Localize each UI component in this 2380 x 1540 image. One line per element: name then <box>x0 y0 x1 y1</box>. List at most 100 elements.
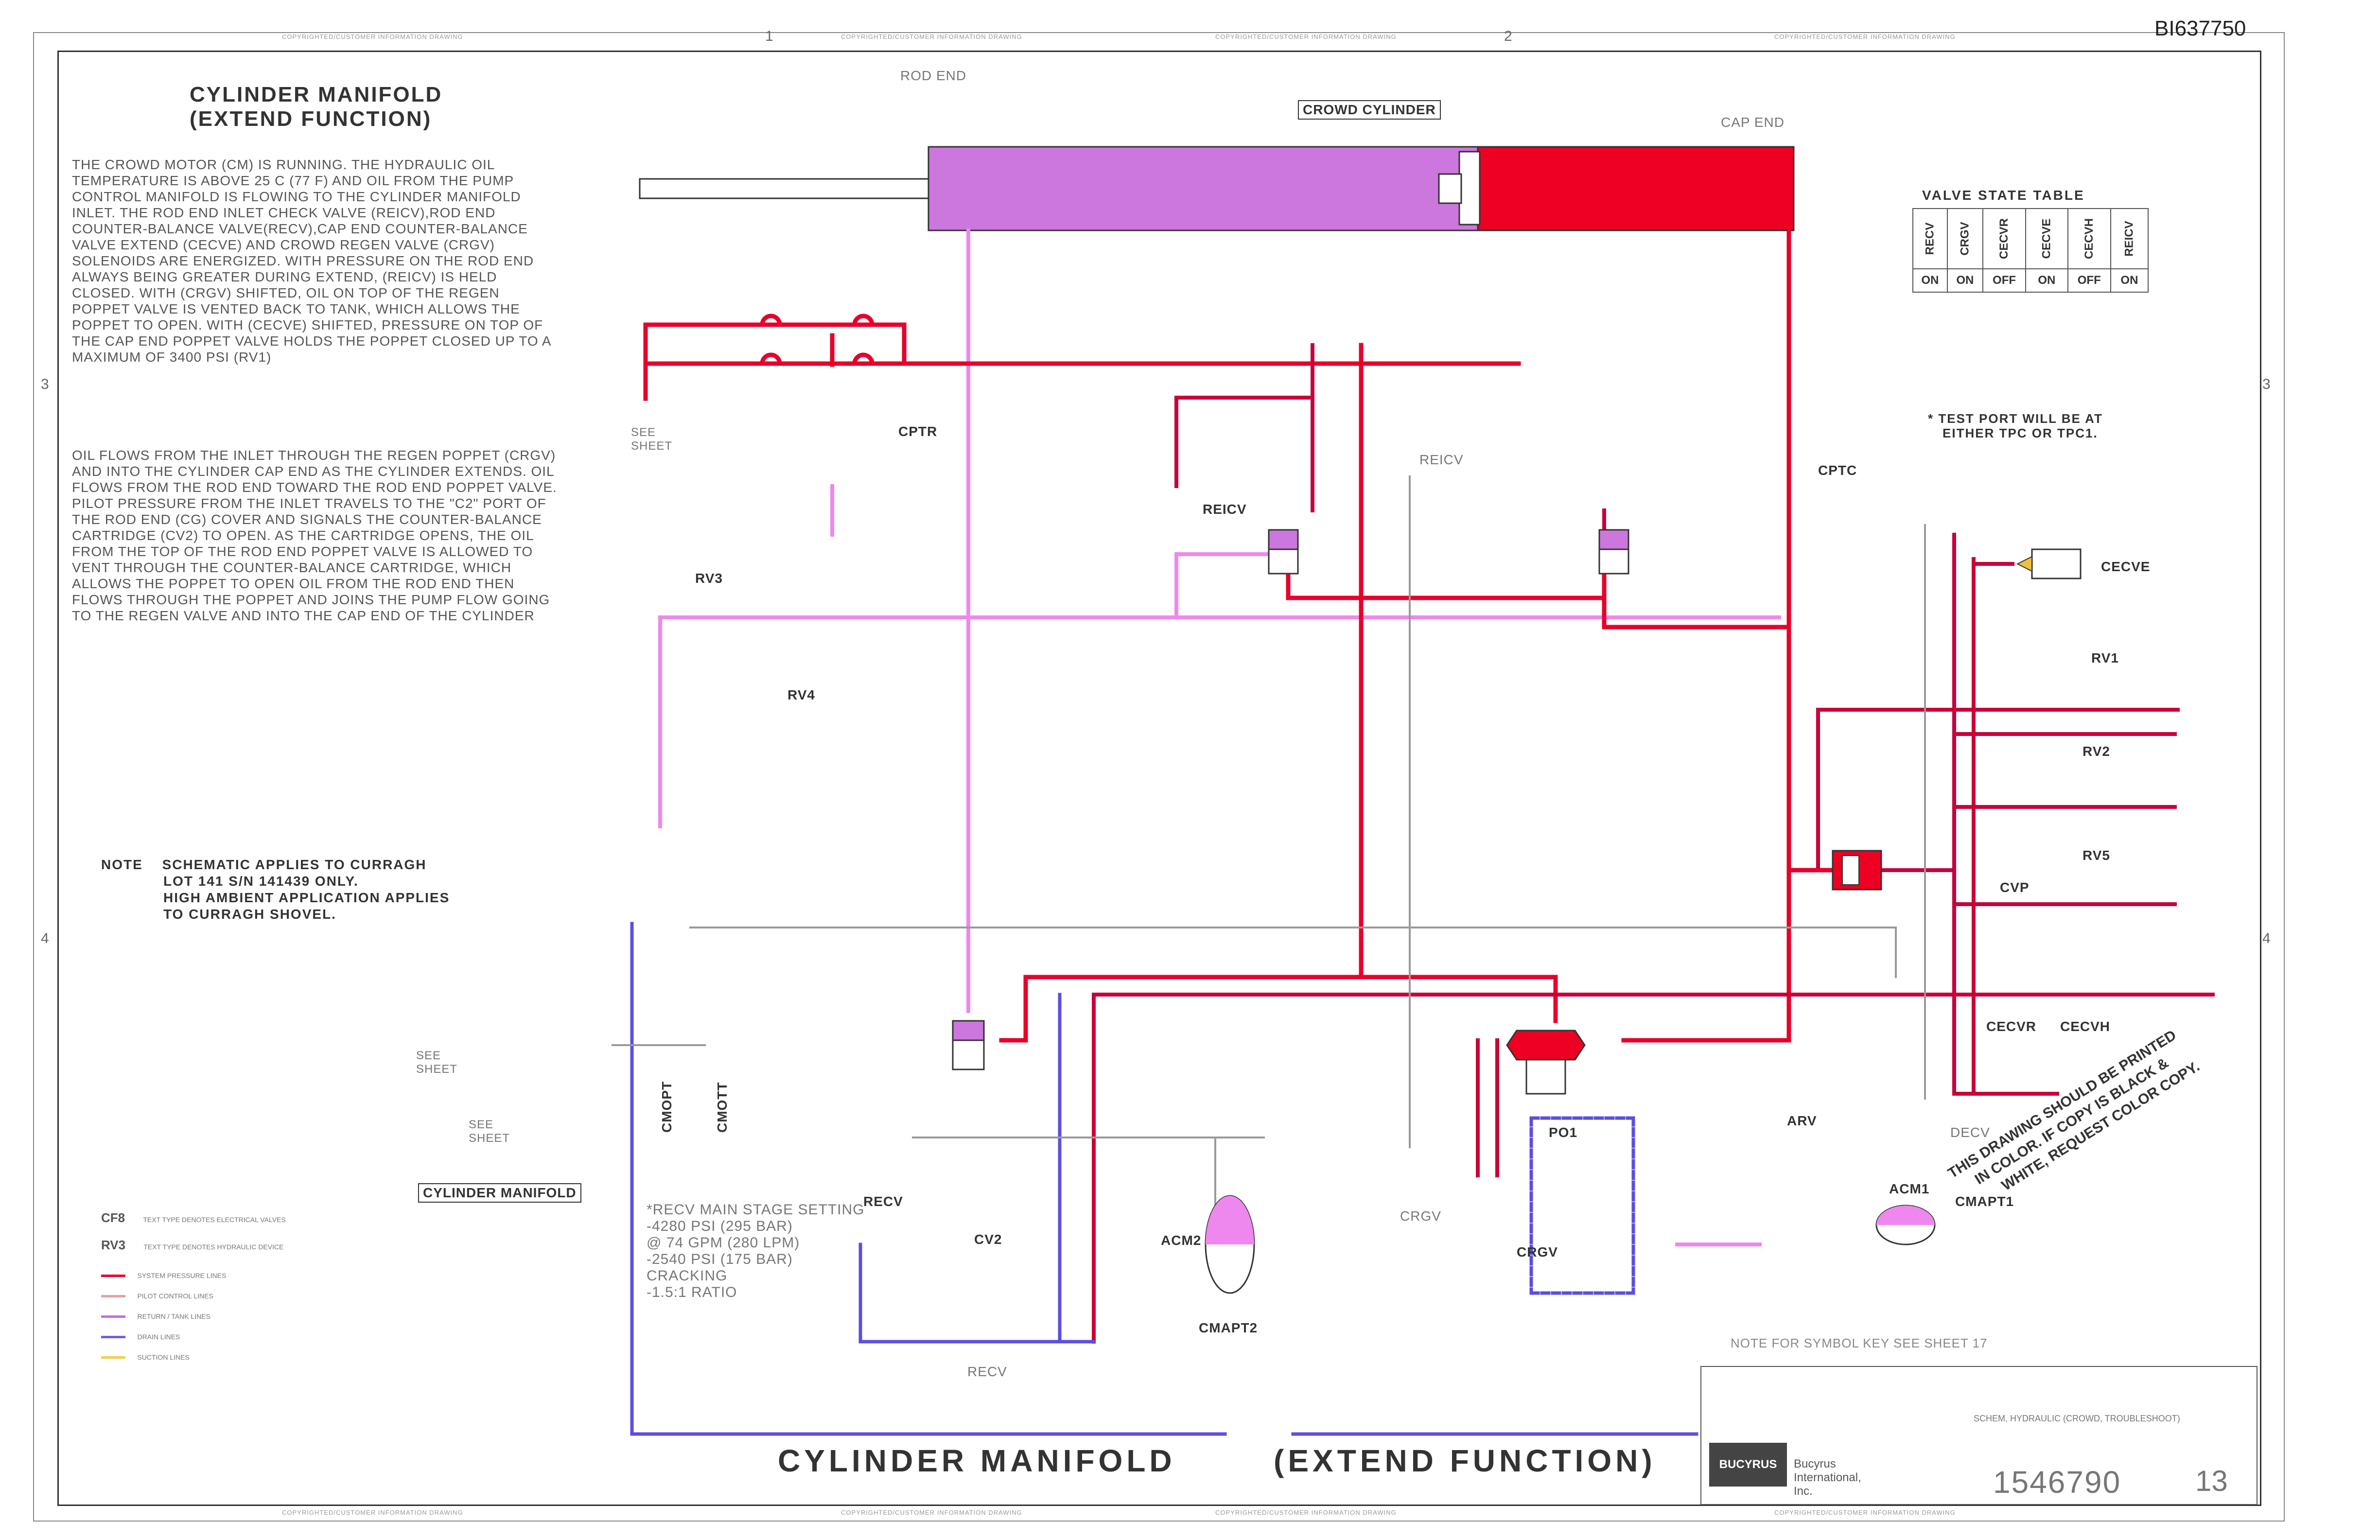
rv3-label: RV3 <box>695 571 723 586</box>
cv2-label: CV2 <box>974 1232 1002 1247</box>
vst-header-cecvr: CECVR <box>1982 208 2027 269</box>
drawing-frame <box>57 51 2261 1506</box>
edge-number-side-3: 3 <box>41 376 49 392</box>
vst-state-cecve: ON <box>2025 268 2068 293</box>
see-sheet-2: SEE SHEET <box>416 1049 458 1076</box>
decv-label: DECV <box>1950 1125 1990 1140</box>
note-line-2: LOT 141 S/N 141439 ONLY. <box>163 874 359 889</box>
cap-poppet <box>1598 529 1629 550</box>
recv-setting-line-5: -1.5:1 RATIO <box>647 1284 737 1300</box>
crowd-cylinder-label: CROWD CYLINDER <box>1298 100 1441 120</box>
edge-number-top-2: 2 <box>1504 28 1512 44</box>
legend-line-suction: SUCTION LINES <box>101 1353 286 1374</box>
vst-state-crgv: ON <box>1946 268 1984 293</box>
recv-main-stage-setting: *RECV MAIN STAGE SETTING-4280 PSI (295 B… <box>647 1202 865 1301</box>
bucyrus-logo: BUCYRUS <box>1709 1443 1787 1487</box>
cylinder-manifold-box: CYLINDER MANIFOLD <box>418 1183 581 1203</box>
cptc-label: CPTC <box>1818 463 1857 478</box>
legend-line-drain: DRAIN LINES <box>101 1333 286 1353</box>
recv-setting-line-4: CRACKING <box>647 1268 728 1284</box>
document-number: BI637750 <box>2154 17 2246 40</box>
edge-notice-top-4: COPYRIGHTED/CUSTOMER INFORMATION DRAWING <box>1774 33 1956 40</box>
edge-number-side-3-right: 3 <box>2262 376 2271 392</box>
valve-state-grid: RECV CRGV CECVR CECVE CECVH REICV ON ON … <box>1912 208 2149 293</box>
valve-state-table-title: VALVE STATE TABLE <box>1922 188 2085 203</box>
recv-label: RECV <box>863 1194 903 1209</box>
see-sheet-1: SEE SHEET <box>631 426 673 453</box>
cecve-label: CECVE <box>2101 559 2151 574</box>
symbol-key-note: NOTE FOR SYMBOL KEY SEE SHEET 17 <box>1731 1336 1988 1350</box>
recv-setting-line-2: @ 74 GPM (280 LPM) <box>647 1235 800 1251</box>
test-port-note-line2: EITHER TPC OR TPC1. <box>1942 426 2098 440</box>
see-sheet-3: SEE SHEET <box>469 1118 510 1145</box>
recv-setting-title: *RECV MAIN STAGE SETTING <box>647 1202 865 1218</box>
recv-setting-line-3: -2540 PSI (175 BAR) <box>647 1251 793 1267</box>
cmott-label: CMOTT <box>715 1082 730 1133</box>
legend-line-return: RETURN / TANK LINES <box>101 1312 286 1333</box>
description-paragraph-2: OIL FLOWS FROM THE INLET THROUGH THE REG… <box>72 448 557 623</box>
cmapt2-label: CMAPT2 <box>1199 1320 1258 1335</box>
rv4-label: RV4 <box>788 687 815 702</box>
test-port-note-line1: * TEST PORT WILL BE AT <box>1928 411 2103 426</box>
reicv-poppet <box>1268 529 1299 550</box>
cvp-label: CVP <box>2000 880 2030 895</box>
cap-end-label: CAP END <box>1721 115 1785 130</box>
applicability-note: NOTE SCHEMATIC APPLIES TO CURRAGH LOT 14… <box>101 857 450 923</box>
legend: CF8 TEXT TYPE DENOTES ELECTRICAL VALVES … <box>101 1210 286 1374</box>
company-name: Bucyrus International, Inc. <box>1794 1457 1861 1498</box>
legend-item-electrical: CF8 TEXT TYPE DENOTES ELECTRICAL VALVES <box>101 1210 286 1225</box>
edge-notice-top-3: COPYRIGHTED/CUSTOMER INFORMATION DRAWING <box>1215 33 1397 40</box>
vst-header-crgv: CRGV <box>1946 208 1984 269</box>
cylinder-cap-chamber <box>1477 146 1795 231</box>
crgv-label-a: CRGV <box>1400 1208 1441 1224</box>
valve-state-table: VALVE STATE TABLE RECV CRGV CECVR CECVE … <box>1912 188 2149 293</box>
cmapt1-label: CMAPT1 <box>1955 1194 2014 1209</box>
cylinder-rod-chamber <box>928 146 1488 231</box>
acm2-label: ACM2 <box>1161 1233 1202 1248</box>
edge-notice-bottom-4: COPYRIGHTED/CUSTOMER INFORMATION DRAWING <box>1774 1509 1956 1516</box>
edge-number-top-1: 1 <box>765 28 773 44</box>
po1-label: PO1 <box>1549 1125 1578 1140</box>
cptr-label: CPTR <box>898 424 938 439</box>
recv-setting-line-1: -4280 PSI (295 BAR) <box>647 1218 793 1234</box>
cmopt-label: CMOPT <box>659 1081 674 1133</box>
reicv-label: REICV <box>1203 502 1247 517</box>
legend-line-pressure: SYSTEM PRESSURE LINES <box>101 1272 286 1292</box>
bottom-title-right: (EXTEND FUNCTION) <box>1274 1443 1656 1478</box>
arv-label: ARV <box>1787 1113 1817 1128</box>
piston-rod-collar <box>1438 173 1462 204</box>
page-title-line2: (EXTEND FUNCTION) <box>190 107 432 131</box>
legend-line-pilot: PILOT CONTROL LINES <box>101 1292 286 1312</box>
edge-notice-top-2: COPYRIGHTED/CUSTOMER INFORMATION DRAWING <box>841 33 1022 40</box>
vst-state-recv: ON <box>1912 268 1948 293</box>
drawing-description: SCHEM, HYDRAULIC (CROWD, TROUBLESHOOT) <box>1974 1414 2180 1423</box>
drawing-number: 1546790 <box>1993 1465 2121 1500</box>
note-line-4: TO CURRAGH SHOVEL. <box>163 907 336 922</box>
bottom-title-left: CYLINDER MANIFOLD <box>778 1443 1176 1478</box>
vst-header-recv: RECV <box>1912 208 1948 269</box>
reicv-alt-label: REICV <box>1419 452 1464 467</box>
page-title-line1: CYLINDER MANIFOLD <box>190 83 443 106</box>
crgv-label-b: CRGV <box>1517 1244 1558 1260</box>
vst-state-cecvr: OFF <box>1982 268 2027 293</box>
cecvh-label: CECVH <box>2060 1019 2111 1034</box>
note-label: NOTE <box>101 857 143 872</box>
vst-state-reicv: ON <box>2110 268 2149 293</box>
title-block: BUCYRUS Bucyrus International, Inc. SCHE… <box>1700 1366 2258 1505</box>
edge-notice-top-1: COPYRIGHTED/CUSTOMER INFORMATION DRAWING <box>282 33 463 40</box>
note-line-3: HIGH AMBIENT APPLICATION APPLIES <box>163 890 450 905</box>
legend-item-hydraulic: RV3 TEXT TYPE DENOTES HYDRAULIC DEVICE <box>101 1238 284 1252</box>
rv2-label: RV2 <box>2082 744 2110 759</box>
rv1-label: RV1 <box>2091 650 2119 665</box>
page-title: CYLINDER MANIFOLD (EXTEND FUNCTION) <box>190 83 442 131</box>
vst-header-reicv: REICV <box>2110 208 2149 269</box>
test-port-note: * TEST PORT WILL BE AT EITHER TPC OR TPC… <box>1928 411 2103 440</box>
edge-notice-bottom-1: COPYRIGHTED/CUSTOMER INFORMATION DRAWING <box>282 1509 463 1516</box>
edge-number-side-4: 4 <box>41 930 49 946</box>
edge-notice-bottom-3: COPYRIGHTED/CUSTOMER INFORMATION DRAWING <box>1215 1509 1397 1516</box>
sheet-outer-border <box>33 32 2285 1522</box>
crgv-regen-poppet <box>1506 1030 1586 1061</box>
vst-header-cecvh: CECVH <box>2067 208 2111 269</box>
vst-state-cecvh: OFF <box>2067 268 2111 293</box>
